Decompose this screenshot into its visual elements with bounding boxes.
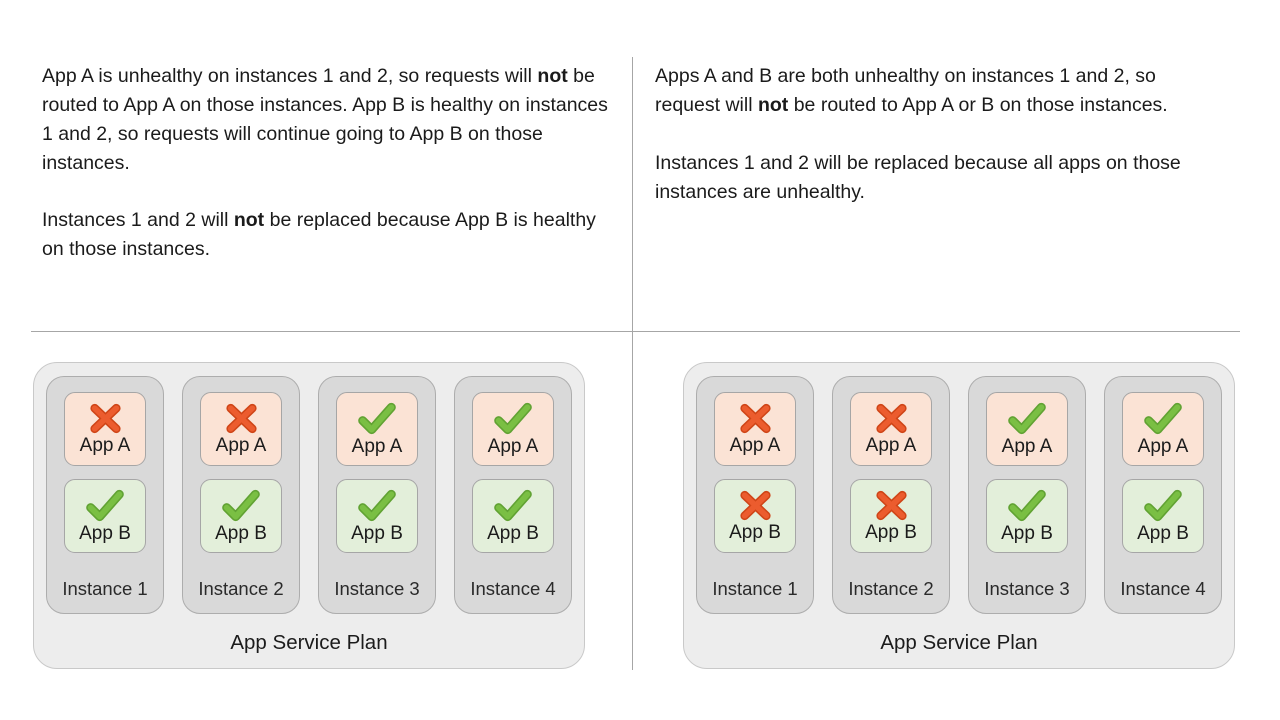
instance-label: Instance 1 — [62, 578, 148, 599]
instance-label: Instance 4 — [1120, 578, 1206, 599]
app-service-plan-right: App A App B Instance 1 App A App B Instance 2… — [683, 362, 1235, 669]
check-icon — [358, 402, 396, 434]
app-b-box: App B — [986, 479, 1068, 553]
bold-emphasis: not — [537, 65, 568, 87]
instance-box: App A App B Instance 3 — [968, 376, 1086, 614]
x-icon — [875, 490, 907, 521]
app-a-box: App A — [200, 392, 282, 466]
app-a-box: App A — [472, 392, 554, 466]
app-label: App B — [351, 522, 403, 544]
instance-box: App A App B Instance 1 — [46, 376, 164, 614]
app-b-box: App B — [850, 479, 932, 553]
bold-emphasis: not — [757, 93, 789, 116]
check-icon — [86, 489, 124, 521]
check-icon — [1144, 402, 1182, 434]
app-label: App B — [1001, 522, 1053, 544]
app-label: App A — [79, 435, 131, 456]
app-b-box: App B — [336, 479, 418, 553]
instance-label: Instance 3 — [334, 578, 420, 599]
check-icon — [1008, 402, 1046, 434]
check-icon — [1144, 489, 1182, 521]
app-b-box: App B — [64, 479, 146, 553]
app-label: App B — [487, 522, 539, 544]
app-label: App A — [729, 435, 781, 456]
app-label: App A — [1001, 435, 1053, 457]
x-icon — [875, 403, 907, 434]
app-label: App A — [351, 435, 403, 457]
app-a-box: App A — [714, 392, 796, 466]
explanation-paragraph: App A is unhealthy on instances 1 and 2,… — [42, 65, 608, 174]
app-b-box: App B — [472, 479, 554, 553]
x-icon — [225, 403, 257, 434]
app-a-box: App A — [336, 392, 418, 466]
check-icon — [494, 489, 532, 521]
app-b-box: App B — [1122, 479, 1204, 553]
app-label: App A — [1137, 435, 1189, 457]
explanation-paragraph: Instances 1 and 2 will be replaced becau… — [655, 151, 1181, 203]
x-icon — [739, 403, 771, 434]
plan-label: App Service Plan — [230, 631, 388, 654]
app-label: App B — [865, 522, 917, 543]
app-b-box: App B — [714, 479, 796, 553]
app-a-box: App A — [850, 392, 932, 466]
x-icon — [89, 403, 121, 434]
instance-label: Instance 2 — [848, 578, 934, 599]
explanation-paragraph: Apps A and B are both unhealthy on insta… — [655, 65, 1168, 116]
x-icon — [739, 490, 771, 521]
check-icon — [1008, 489, 1046, 521]
right-explanation-text: Apps A and B are both unhealthy on insta… — [655, 62, 1207, 235]
horizontal-divider — [31, 331, 1240, 332]
check-icon — [494, 402, 532, 434]
app-label: App B — [1137, 522, 1189, 544]
app-label: App B — [729, 522, 781, 543]
app-label: App B — [79, 522, 131, 544]
app-a-box: App A — [986, 392, 1068, 466]
instance-box: App A App B Instance 4 — [1104, 376, 1222, 614]
instances-row: App A App B Instance 1 App A App B Instance 2… — [696, 376, 1222, 614]
instances-row: App A App B Instance 1 App A App B Instance 2… — [46, 376, 572, 614]
instance-label: Instance 3 — [984, 578, 1070, 599]
app-a-box: App A — [1122, 392, 1204, 466]
app-a-box: App A — [64, 392, 146, 466]
app-service-plan-left: App A App B Instance 1 App A App B Instance 2… — [33, 362, 585, 669]
check-icon — [222, 489, 260, 521]
explanation-paragraph: Instances 1 and 2 will not be replaced b… — [42, 209, 596, 261]
instance-box: App A App B Instance 2 — [182, 376, 300, 614]
plan-label: App Service Plan — [880, 631, 1038, 654]
check-icon — [358, 489, 396, 521]
instance-box: App A App B Instance 1 — [696, 376, 814, 614]
app-label: App A — [865, 435, 917, 456]
app-label: App A — [215, 435, 267, 456]
instance-label: Instance 4 — [470, 578, 556, 599]
app-label: App A — [487, 435, 539, 457]
instance-box: App A App B Instance 4 — [454, 376, 572, 614]
instance-label: Instance 1 — [712, 578, 798, 599]
app-label: App B — [215, 522, 267, 544]
left-explanation-text: App A is unhealthy on instances 1 and 2,… — [42, 62, 608, 293]
instance-label: Instance 2 — [198, 578, 284, 599]
bold-emphasis: not — [233, 209, 265, 232]
vertical-divider — [632, 57, 633, 670]
instance-box: App A App B Instance 2 — [832, 376, 950, 614]
app-b-box: App B — [200, 479, 282, 553]
instance-box: App A App B Instance 3 — [318, 376, 436, 614]
